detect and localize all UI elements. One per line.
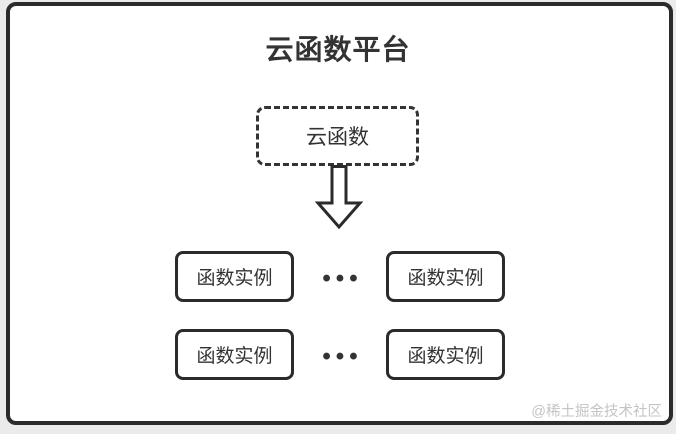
instance-node: 函数实例 bbox=[175, 251, 294, 302]
ellipsis-dots: ••• bbox=[322, 342, 363, 370]
instance-label: 函数实例 bbox=[196, 268, 273, 289]
ellipsis-dots: ••• bbox=[322, 264, 363, 292]
down-arrow-icon bbox=[315, 165, 363, 230]
cloud-function-node: 云函数 bbox=[256, 106, 419, 166]
instance-label: 函数实例 bbox=[407, 346, 484, 367]
cloud-function-label: 云函数 bbox=[306, 126, 369, 149]
instance-node: 函数实例 bbox=[386, 329, 505, 380]
watermark: @稀土掘金技术社区 bbox=[531, 404, 662, 420]
instance-row-1: 函数实例 ••• 函数实例 bbox=[175, 251, 505, 302]
instance-row-2: 函数实例 ••• 函数实例 bbox=[175, 329, 505, 380]
instance-node: 函数实例 bbox=[386, 251, 505, 302]
diagram-title: 云函数平台 bbox=[265, 34, 411, 65]
instance-label: 函数实例 bbox=[196, 346, 273, 367]
instance-node: 函数实例 bbox=[175, 329, 294, 380]
instance-label: 函数实例 bbox=[407, 268, 484, 289]
